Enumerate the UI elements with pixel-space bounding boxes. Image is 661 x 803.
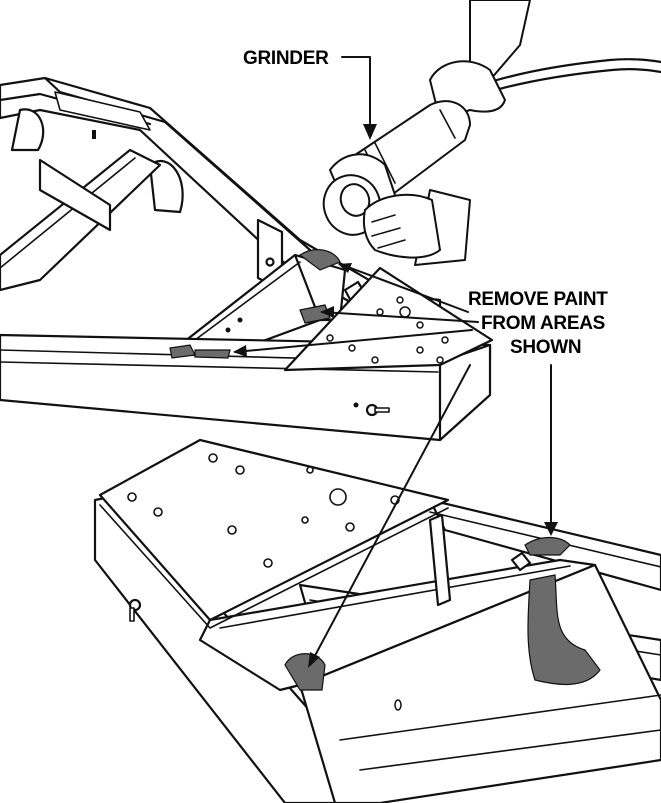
paint-area-vertical-drip <box>527 574 601 686</box>
upper-cross-member <box>0 148 162 292</box>
arrowhead-5 <box>544 522 558 536</box>
arrowhead-1 <box>338 263 352 273</box>
lower-inner-bracket <box>428 513 452 607</box>
upper-plate-holes <box>326 296 449 364</box>
lower-bottom-channel <box>298 563 661 803</box>
callout-leaders <box>234 56 552 666</box>
callout-arrowheads <box>233 263 558 668</box>
grinder-leader-line <box>341 56 371 131</box>
upper-keyhole <box>365 403 390 417</box>
rail-slot <box>92 130 96 139</box>
post-hole <box>265 257 275 267</box>
bottom-channel-hole <box>394 699 402 711</box>
front-rail-hole <box>353 402 359 408</box>
lower-small-bracket <box>510 551 532 572</box>
upper-cross-member-edge <box>0 157 136 269</box>
remove-paint-label-line-1: REMOVE PAINT <box>468 289 608 310</box>
upper-frame-assembly <box>0 76 494 442</box>
remove-paint-leader-4 <box>309 364 471 666</box>
paint-area-bracket-mid <box>299 304 331 324</box>
grinder-and-hands <box>322 0 661 266</box>
lower-keyhole <box>128 598 142 622</box>
grinder-label: GRINDER <box>243 48 329 69</box>
lower-mounting-plate-edge <box>99 504 449 629</box>
left-channel <box>38 158 112 232</box>
remove-paint-label-line-3: SHOWN <box>510 337 581 358</box>
upper-arm <box>469 0 531 81</box>
arrowhead-3 <box>233 345 247 357</box>
lower-plate-holes <box>127 453 400 568</box>
remove-paint-label-line-2: FROM AREAS <box>481 313 605 334</box>
rail-tube-opening-1 <box>10 108 45 152</box>
arrowhead-4 <box>308 652 320 668</box>
remove-paint-leader-1 <box>339 263 469 313</box>
paint-area-right-joint <box>524 536 571 556</box>
rail-tube-opening-2 <box>148 159 184 214</box>
upper-rail-highlight <box>54 91 151 131</box>
lower-hand-fingers <box>371 214 406 249</box>
remove-paint-leader-3 <box>234 329 473 353</box>
lower-hand <box>362 193 441 259</box>
grinding-disc-inner <box>339 183 371 217</box>
lower-bottom-channel-edge <box>339 694 661 771</box>
bracket-hole-2 <box>225 327 231 333</box>
lower-mounting-plate <box>98 438 450 622</box>
upper-front-rail-end <box>438 343 492 442</box>
arrowhead-2 <box>320 306 334 318</box>
lower-frame-assembly <box>93 438 661 803</box>
paint-area-bracket-base <box>169 344 196 359</box>
paint-area-post-top <box>298 249 341 271</box>
upper-mounting-plate <box>283 266 494 372</box>
remove-paint-leader-2 <box>321 311 479 323</box>
lower-paint-areas <box>284 536 601 691</box>
bracket-inner-edge <box>194 261 301 341</box>
bracket-hole-1 <box>237 317 243 323</box>
grinder-leader-arrowhead <box>363 124 377 140</box>
lower-front-rail-lip <box>219 565 571 629</box>
upper-paint-areas <box>169 249 341 359</box>
paint-area-rail <box>194 349 231 359</box>
